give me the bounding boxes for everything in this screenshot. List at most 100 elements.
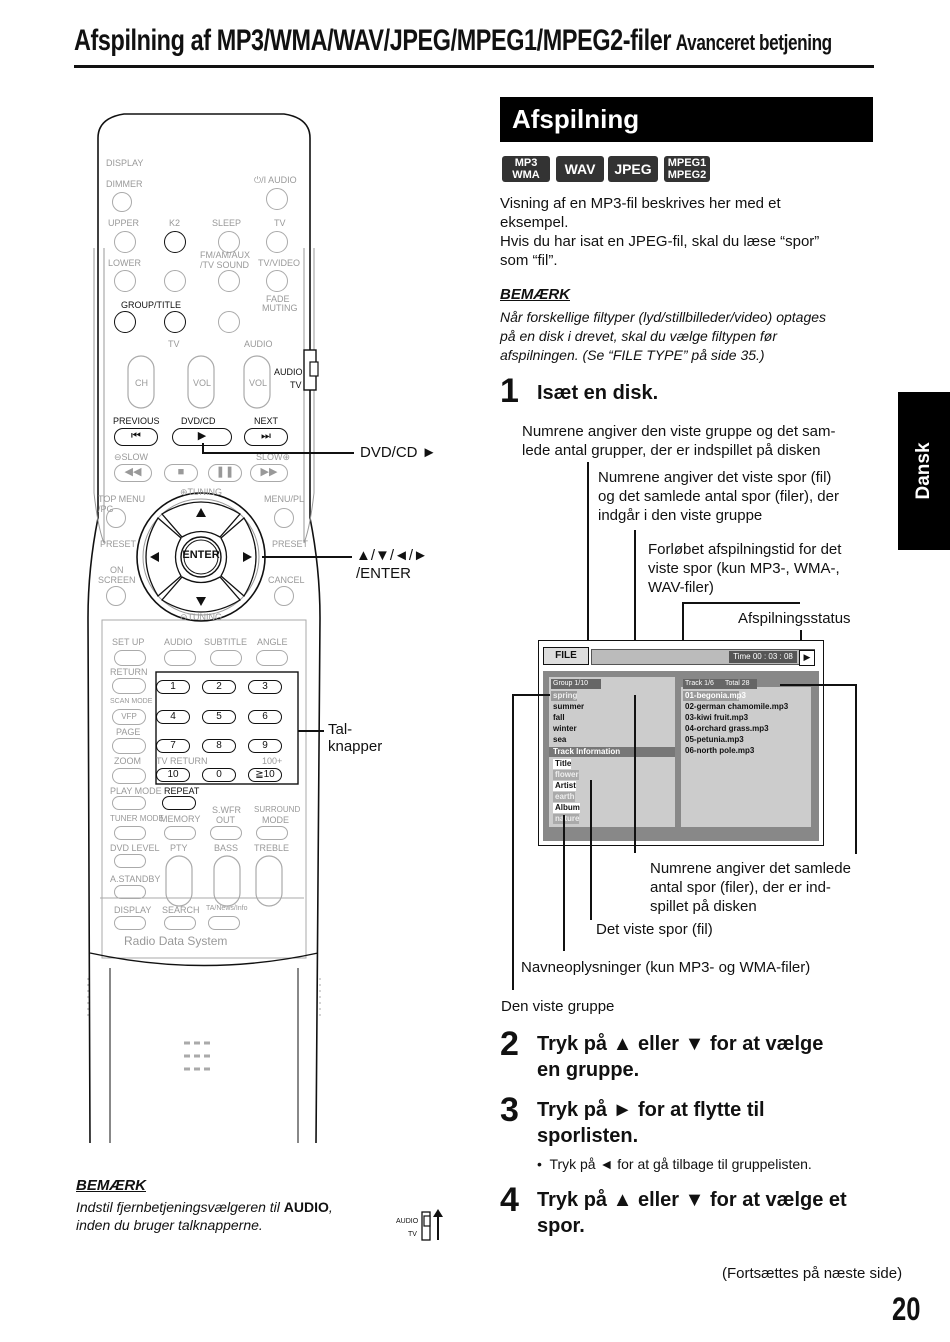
- number-button[interactable]: 0: [202, 768, 236, 782]
- return-button[interactable]: [112, 678, 146, 694]
- number-button[interactable]: 9: [248, 739, 282, 753]
- osd-group-item: spring: [551, 691, 578, 701]
- fade-muting-button[interactable]: [218, 311, 240, 333]
- upper-button[interactable]: [114, 231, 136, 253]
- label-angle: ANGLE: [257, 637, 288, 647]
- audio-power-button[interactable]: [266, 188, 288, 210]
- number-button[interactable]: 8: [202, 739, 236, 753]
- tv-power-button[interactable]: [266, 231, 288, 253]
- callout-line-text: Forløbet afspilningstid for det: [648, 541, 842, 558]
- k2-button[interactable]: [164, 231, 186, 253]
- number-button[interactable]: 4: [156, 710, 190, 724]
- callout-line: [298, 730, 324, 732]
- label-slow-plus: SLOW⊕: [256, 452, 291, 462]
- callout-line: [634, 695, 636, 853]
- on-screen-button[interactable]: [106, 586, 126, 606]
- dimmer-button[interactable]: [112, 192, 132, 212]
- forward-button[interactable]: ▶▶: [250, 464, 288, 482]
- label-tv-video: TV/VIDEO: [258, 258, 301, 268]
- vfp-button[interactable]: VFP: [112, 709, 146, 725]
- osd-group-item: winter: [553, 724, 577, 733]
- right-button[interactable]: [230, 532, 260, 582]
- callout-line: [202, 443, 204, 453]
- number-button[interactable]: ≧10: [248, 768, 282, 782]
- subtitle-button[interactable]: [210, 650, 242, 666]
- number-button[interactable]: 2: [202, 680, 236, 694]
- label-tuning-up: ⊕TUNING: [180, 487, 223, 497]
- dvd-level-button[interactable]: [114, 854, 146, 868]
- angle-button[interactable]: [256, 650, 288, 666]
- surround-mode-button[interactable]: [256, 826, 288, 840]
- osd-track-item: 03-kiwi fruit.mp3: [685, 713, 749, 722]
- a-standby-button[interactable]: [114, 885, 146, 899]
- label-pg: /PG: [98, 504, 114, 514]
- previous-button[interactable]: ⏮: [114, 428, 158, 446]
- label-screen: SCREEN: [98, 575, 136, 585]
- switch-tv-label: TV: [408, 1231, 417, 1238]
- number-button[interactable]: 5: [202, 710, 236, 724]
- swfr-out-button[interactable]: [210, 826, 242, 840]
- label-bass: BASS: [214, 843, 239, 853]
- osd-info-value: earth: [553, 792, 575, 802]
- number-button[interactable]: 7: [156, 739, 190, 753]
- eject-button[interactable]: [164, 270, 186, 292]
- audio-select-button[interactable]: [164, 650, 196, 666]
- note-line: Når forskellige filtyper (lyd/stillbille…: [500, 309, 827, 325]
- label-audio-section: AUDIO: [244, 339, 273, 349]
- number-button[interactable]: 3: [248, 680, 282, 694]
- callout-line: [855, 684, 857, 854]
- osd-track-item: 05-petunia.mp3: [685, 735, 744, 744]
- label-swfr: S.WFR: [212, 805, 241, 815]
- set-up-button[interactable]: [114, 650, 146, 666]
- label-k2: K2: [169, 218, 181, 228]
- rewind-button[interactable]: ◀◀: [114, 464, 152, 482]
- up-button[interactable]: [176, 498, 226, 528]
- label-tv-return: TV RETURN: [156, 756, 208, 766]
- repeat-button[interactable]: [162, 796, 196, 810]
- search-button[interactable]: [164, 916, 196, 930]
- play-mode-button[interactable]: [112, 796, 146, 810]
- osd-group-header: Group 1/10: [551, 679, 601, 689]
- callout-dvd-cd: DVD/CD ►: [360, 444, 437, 461]
- page-button[interactable]: [112, 738, 146, 754]
- number-button[interactable]: 10: [156, 768, 190, 782]
- on-screen-display: FILE Time 00 : 03 : 08 ▶ Group 1/10 Trac…: [538, 640, 824, 846]
- number-button[interactable]: 6: [248, 710, 282, 724]
- zoom-button[interactable]: [112, 768, 146, 784]
- bottom-note-line2: inden du bruger talknapperne.: [76, 1217, 263, 1233]
- number-button[interactable]: 1: [156, 680, 190, 694]
- cancel-button[interactable]: [274, 586, 294, 606]
- stop-button[interactable]: ■: [164, 464, 198, 482]
- callout-line-text: viste spor (kun MP3-, WMA-,: [648, 560, 840, 577]
- osd-mode: FILE: [543, 647, 589, 665]
- pause-button[interactable]: ❚❚: [208, 464, 242, 482]
- memory-button[interactable]: [164, 826, 196, 840]
- callout-current-group: Den viste gruppe: [501, 998, 615, 1015]
- tv-video-button[interactable]: [266, 270, 288, 292]
- group-forward-button[interactable]: [164, 311, 186, 333]
- osd-track-header: Track 1/6: [683, 679, 723, 689]
- top-menu-button[interactable]: [106, 508, 126, 528]
- enter-button[interactable]: ENTER: [182, 549, 220, 561]
- left-button[interactable]: [142, 532, 172, 582]
- osd-play-status-icon: ▶: [799, 650, 815, 666]
- step-line: sporlisten.: [537, 1125, 639, 1147]
- lower-button[interactable]: [114, 270, 136, 292]
- label-on: ON: [110, 565, 124, 575]
- step-3-bullet: • Tryk på ◄ for at gå tilbage til gruppe…: [537, 1156, 812, 1172]
- callout-line: [587, 462, 589, 684]
- tuner-mode-button[interactable]: [114, 826, 146, 840]
- display-button[interactable]: [114, 916, 146, 930]
- next-button[interactable]: ⏭: [244, 428, 288, 446]
- label-display2: DISPLAY: [114, 905, 152, 915]
- label-audio-switch: AUDIO: [274, 367, 303, 377]
- note-heading: BEMÆRK: [500, 286, 570, 303]
- callout-groups: Numrene angiver den viste gruppe og det …: [522, 422, 836, 460]
- sleep-button[interactable]: [218, 231, 240, 253]
- label-scan-mode: SCAN MODE: [110, 698, 153, 705]
- group-back-button[interactable]: [114, 311, 136, 333]
- label-preset-left: PRESET: [100, 539, 137, 549]
- ta-news-button[interactable]: [208, 916, 240, 930]
- fm-am-aux-button[interactable]: [218, 270, 240, 292]
- menu-pl-button[interactable]: [274, 508, 294, 528]
